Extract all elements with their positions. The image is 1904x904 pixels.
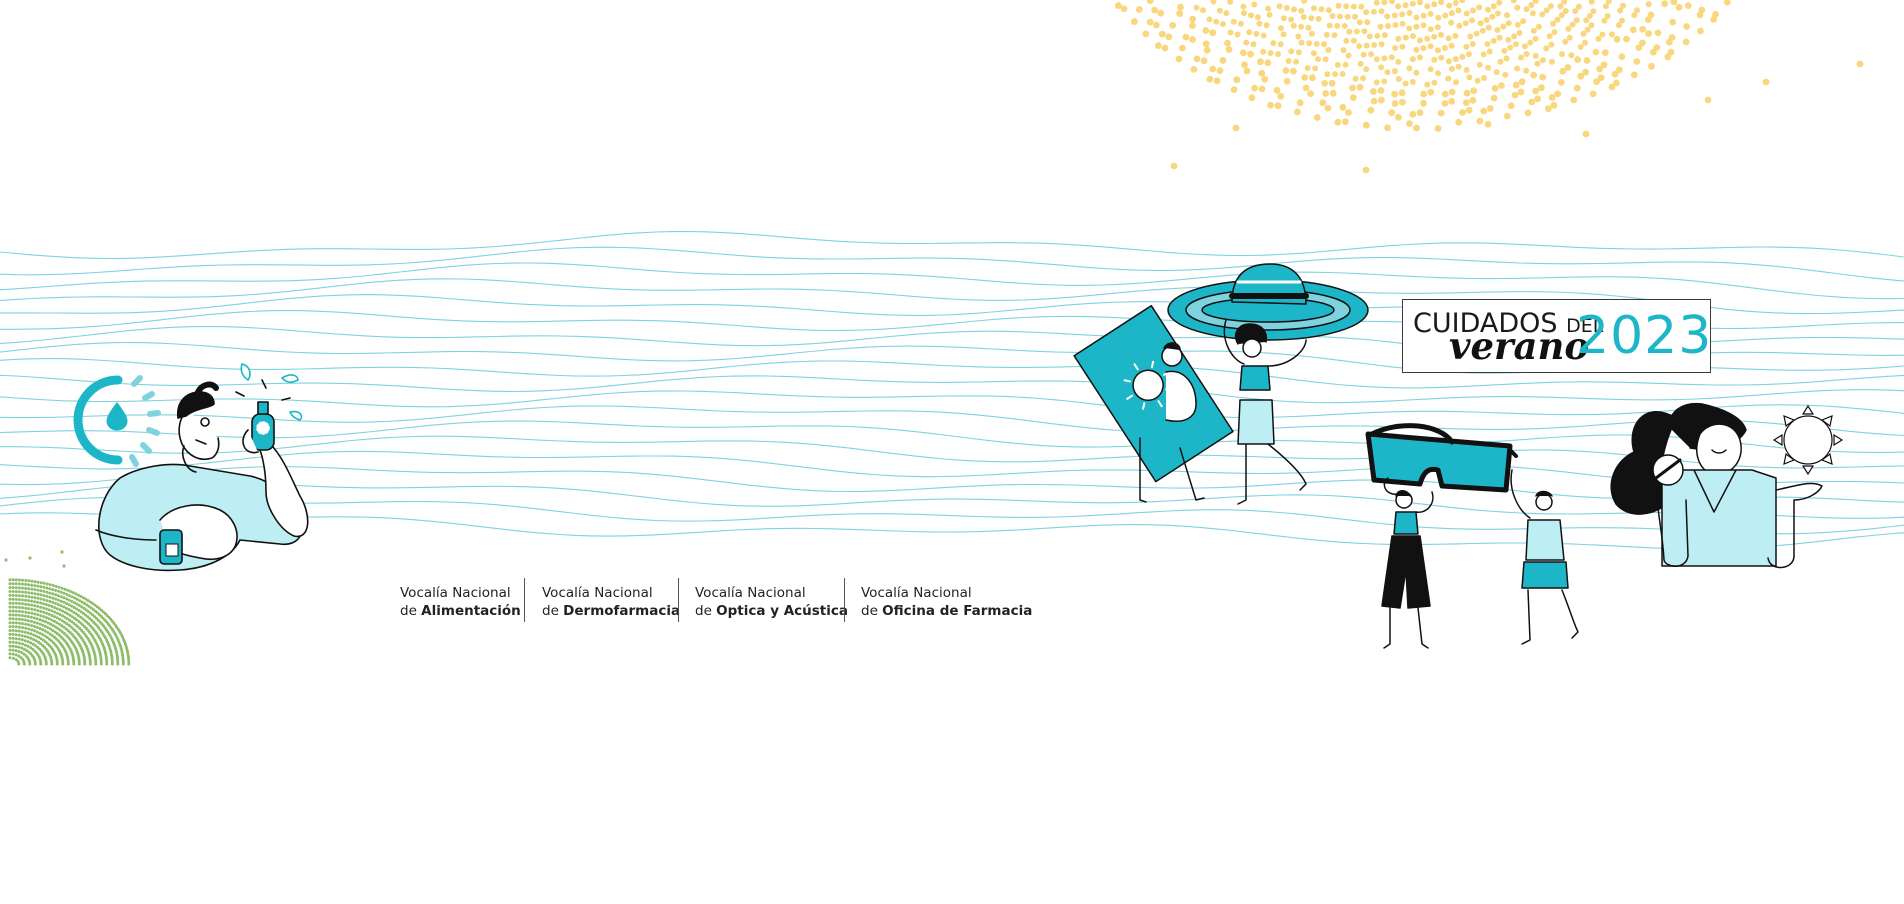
sun-hat-illustration (1167, 263, 1369, 341)
vocalia-optica-acustica: Vocalía Nacional de Optica y Acústica (695, 584, 848, 630)
vocalia-alimentacion: Vocalía Nacional de Alimentación (400, 584, 521, 630)
vocalia-prefix: de (695, 603, 712, 619)
vocalia-label: Vocalía Nacional (695, 585, 806, 601)
vocalia-prefix: de (400, 603, 417, 619)
vocalia-name: Dermofarmacia (563, 603, 681, 619)
vocalia-divider (844, 578, 845, 622)
people-holding-sunglasses-illustration (1365, 423, 1579, 649)
vocalia-name: Optica y Acústica (716, 603, 848, 619)
vocalia-prefix: de (542, 603, 559, 619)
sun-icon (1772, 404, 1844, 476)
vocalia-label: Vocalía Nacional (542, 585, 653, 601)
vocalia-label: Vocalía Nacional (400, 585, 511, 601)
vocalia-label: Vocalía Nacional (861, 585, 972, 601)
vocalia-name: Oficina de Farmacia (882, 603, 1033, 619)
title-year: 2023 (1576, 306, 1713, 366)
vocalia-oficina-farmacia: Vocalía Nacional de Oficina de Farmacia (861, 584, 1032, 630)
title-line-2: verano (1449, 324, 1590, 368)
title-line-1: CUIDADOS DEL (1413, 310, 1603, 337)
vocalia-prefix: de (861, 603, 878, 619)
man-with-water-bottle-illustration (73, 363, 309, 572)
people-carrying-sunscreen-illustration (1073, 263, 1369, 505)
hydration-drop-icon (73, 375, 161, 467)
title-cuidados: CUIDADOS (1413, 308, 1558, 339)
title-del: DEL (1566, 315, 1604, 337)
vocalia-name: Alimentación (421, 603, 521, 619)
title-box: CUIDADOS DEL verano 2023 (1402, 299, 1711, 373)
woman-with-pill-illustration (1610, 402, 1823, 569)
vocalia-divider (524, 578, 525, 622)
vocalia-dermofarmacia: Vocalía Nacional de Dermofarmacia (542, 584, 680, 630)
vocalia-divider (678, 578, 679, 622)
